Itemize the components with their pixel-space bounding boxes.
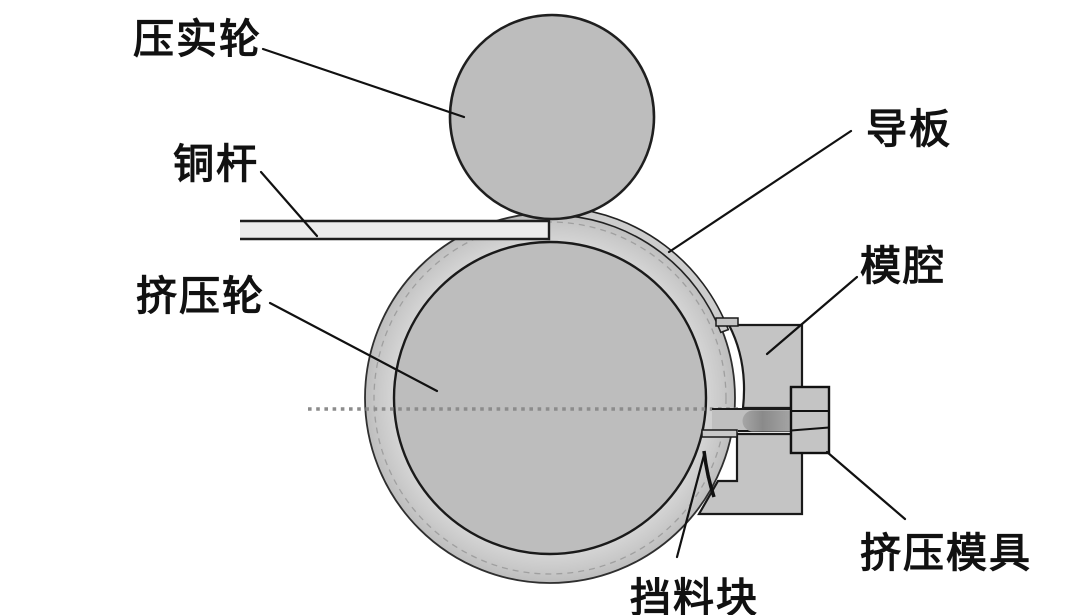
label-blocking-block: 挡料块	[630, 575, 759, 615]
die-split-line-bottom	[790, 426, 830, 432]
extrusion-die-holder	[789, 385, 831, 455]
die-chamber-tab	[715, 317, 739, 327]
compaction-wheel	[448, 13, 656, 221]
copper-rod	[240, 219, 551, 241]
extrusion-wheel	[392, 240, 708, 556]
label-guide-plate: 导板	[866, 106, 952, 152]
label-die-cavity: 模腔	[860, 243, 946, 289]
leader-lines	[259, 47, 907, 559]
leader-blocking-block	[675, 453, 706, 559]
label-extrusion-wheel: 挤压轮	[136, 273, 265, 319]
leader-copper-rod	[259, 170, 319, 238]
blocking-block-sliver	[701, 429, 738, 438]
leader-guide-plate	[667, 129, 853, 254]
label-compaction-wheel: 压实轮	[133, 16, 262, 62]
leader-extrusion-wheel	[268, 301, 439, 393]
label-extrusion-die: 挤压模具	[860, 530, 1032, 576]
leader-extrusion-die	[825, 450, 907, 521]
guide-plate-shoe	[565, 206, 730, 334]
leader-compaction-wheel	[261, 47, 466, 119]
leader-die-cavity	[765, 275, 859, 356]
label-copper-rod: 铜杆	[173, 141, 259, 187]
copper-in-channel	[742, 410, 800, 432]
